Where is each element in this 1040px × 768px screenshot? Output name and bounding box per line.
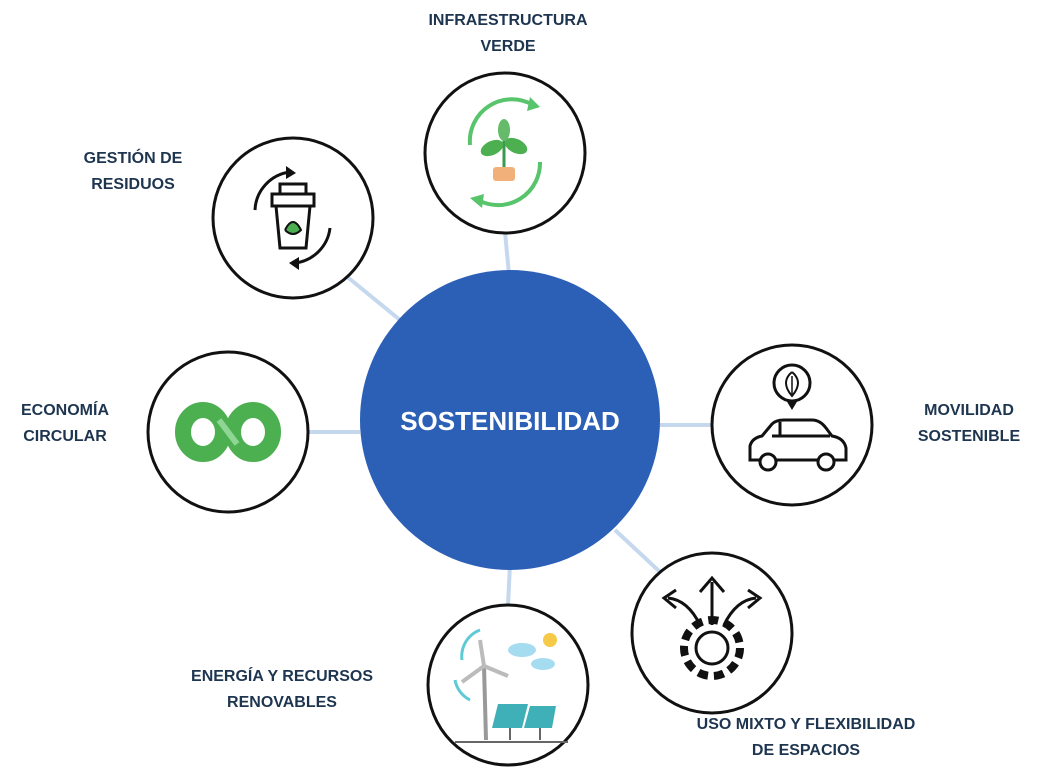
node-infraestructura — [423, 71, 587, 235]
label-residuos-line-2: RESIDUOS — [91, 176, 175, 193]
label-uso-mixto-line-1: USO MIXTO Y FLEXIBILIDAD — [696, 716, 916, 733]
node-circle-residuos — [211, 136, 375, 300]
node-uso-mixto — [630, 551, 794, 715]
recycle-bin-icon — [253, 166, 332, 270]
plant-cycle-icon — [467, 97, 543, 208]
node-circle-movilidad — [710, 343, 874, 507]
node-residuos — [211, 136, 375, 300]
label-energia-line-2: RENOVABLES — [227, 694, 337, 711]
label-infraestructura-line-1: INFRAESTRUCTURA — [428, 12, 588, 29]
connector-energia — [506, 564, 512, 606]
label-economia-line-2: CIRCULAR — [23, 428, 107, 445]
connector-residuos — [343, 273, 402, 322]
connector-uso-mixto — [613, 528, 662, 574]
gear-arrows-icon — [661, 575, 763, 680]
label-infraestructura: INFRAESTRUCTURA VERDE — [408, 8, 608, 60]
node-energia — [426, 603, 590, 767]
eco-car-icon — [748, 363, 848, 472]
infinity-loop-icon — [175, 402, 281, 462]
node-economia — [146, 350, 310, 514]
label-movilidad-line-1: MOVILIDAD — [924, 402, 1014, 419]
label-uso-mixto-line-2: DE ESPACIOS — [751, 742, 861, 759]
label-energia-line-1: ENERGÍA Y RECURSOS — [191, 668, 373, 685]
wind-solar-icon — [453, 628, 568, 743]
label-uso-mixto: USO MIXTO Y FLEXIBILIDAD DE ESPACIOS — [656, 712, 956, 764]
label-movilidad: MOVILIDAD SOSTENIBLE — [904, 398, 1034, 450]
node-movilidad — [710, 343, 874, 507]
center-circle — [360, 270, 660, 570]
label-residuos-line-1: GESTIÓN DE — [83, 150, 183, 167]
connectors — [308, 231, 712, 606]
label-energia: ENERGÍA Y RECURSOS RENOVABLES — [162, 664, 402, 716]
label-movilidad-line-2: SOSTENIBLE — [917, 428, 1021, 445]
label-residuos: GESTIÓN DE RESIDUOS — [58, 146, 208, 198]
label-infraestructura-line-2: VERDE — [480, 38, 536, 55]
label-economia: ECONOMÍA CIRCULAR — [0, 398, 130, 450]
label-economia-line-1: ECONOMÍA — [21, 402, 109, 419]
center-label: SOSTENIBILIDAD — [400, 406, 620, 436]
